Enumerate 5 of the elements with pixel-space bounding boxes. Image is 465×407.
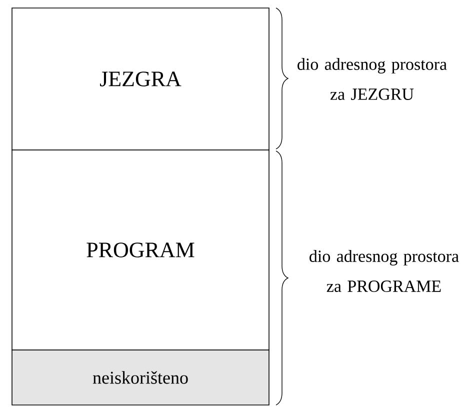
memory-region-box: JEZGRA — [12, 8, 270, 150]
brace-label: dio adresnog prostora za JEZGRU — [298, 58, 447, 100]
memory-region-box: neiskorišteno — [12, 350, 270, 406]
brace-label: dio adresnog prostora za PROGRAME — [310, 250, 459, 292]
memory-region-box: PROGRAM — [12, 150, 270, 350]
